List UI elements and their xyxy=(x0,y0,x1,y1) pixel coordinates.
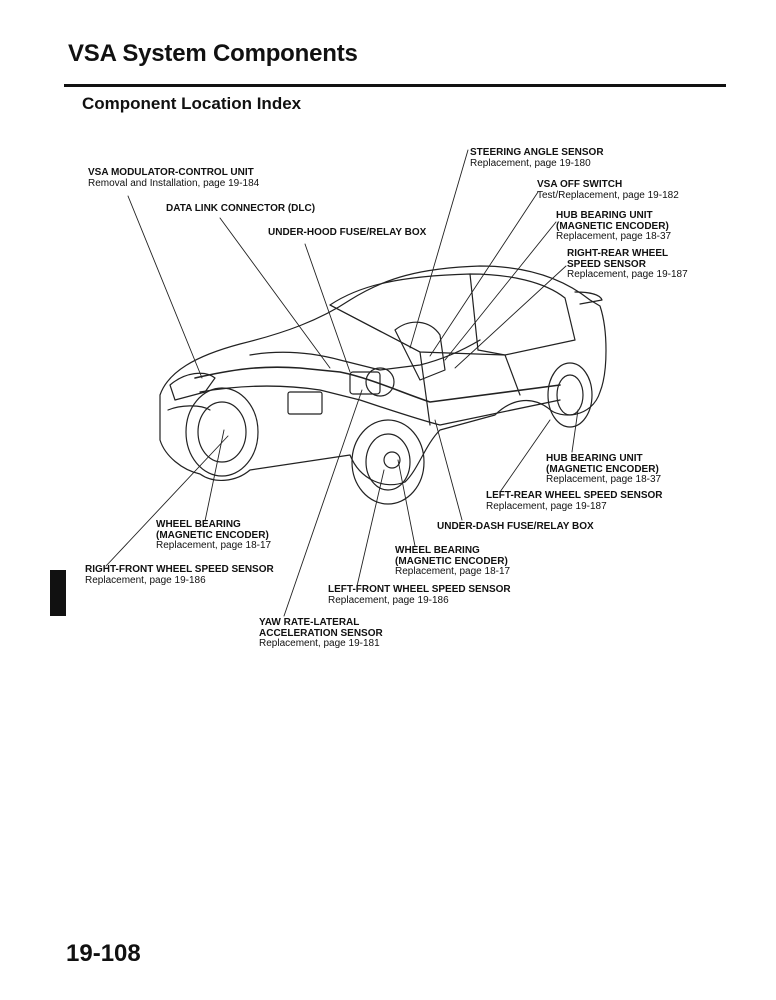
callout-reference: Replacement, page 18-17 xyxy=(395,566,511,577)
callout-under-hood-fuse-box: UNDER-HOOD FUSE/RELAY BOX xyxy=(268,227,427,239)
car-headlight xyxy=(169,372,216,401)
car-spoiler xyxy=(574,291,603,305)
callout-steering-angle-sensor: STEERING ANGLE SENSOR Replacement, page … xyxy=(470,147,604,169)
callout-wheel-bearing-front-left: WHEEL BEARING (MAGNETIC ENCODER) Replace… xyxy=(395,545,511,578)
callout-label: LEFT-FRONT WHEEL SPEED SENSOR xyxy=(328,584,511,595)
callout-reference: Replacement, page 19-187 xyxy=(567,269,688,280)
callout-under-dash-fuse-box: UNDER-DASH FUSE/RELAY BOX xyxy=(437,521,594,533)
callout-reference: Replacement, page 19-181 xyxy=(259,638,380,649)
car-pillar xyxy=(469,273,479,351)
callout-vsa-modulator: VSA MODULATOR-CONTROL UNIT Removal and I… xyxy=(88,167,260,189)
callout-label: VSA OFF SWITCH xyxy=(537,179,623,190)
callout-label: (MAGNETIC ENCODER) xyxy=(556,220,669,232)
page-number: 19-108 xyxy=(66,940,141,967)
car-windshield xyxy=(329,304,421,353)
callout-label: RIGHT-REAR WHEEL xyxy=(567,248,669,259)
callout-label: HUB BEARING UNIT xyxy=(556,210,653,221)
callout-reference: Replacement, page 19-186 xyxy=(328,594,449,606)
callout-yaw-rate-sensor: YAW RATE-LATERAL ACCELERATION SENSOR Rep… xyxy=(259,617,383,650)
callout-label: VSA MODULATOR-CONTROL UNIT xyxy=(88,167,254,178)
callout-label: (MAGNETIC ENCODER) xyxy=(156,529,269,541)
title-rule xyxy=(64,84,726,87)
leader-lines xyxy=(105,149,579,617)
brake-lines xyxy=(194,366,561,403)
callout-hub-bearing-rear-left: HUB BEARING UNIT (MAGNETIC ENCODER) Repl… xyxy=(546,453,662,486)
callout-label: HUB BEARING UNIT xyxy=(546,453,643,464)
callout-reference: Removal and Installation, page 19-184 xyxy=(88,177,260,189)
callout-label: WHEEL BEARING xyxy=(395,545,480,556)
page-title: VSA System Components xyxy=(68,40,358,67)
callout-reference: Replacement, page 19-186 xyxy=(85,574,206,586)
callout-label: LEFT-REAR WHEEL SPEED SENSOR xyxy=(486,490,663,501)
callout-label: ACCELERATION SENSOR xyxy=(259,627,383,639)
car-rear-door xyxy=(477,349,521,396)
section-tab-marker xyxy=(50,570,66,616)
callout-wheel-bearing-front-right: WHEEL BEARING (MAGNETIC ENCODER) Replace… xyxy=(156,519,272,552)
car-body-outline xyxy=(159,265,607,486)
callout-label: YAW RATE-LATERAL xyxy=(259,617,360,628)
callout-reference: Test/Replacement, page 19-182 xyxy=(537,189,679,201)
fuse-box xyxy=(287,391,323,415)
rear-wheel xyxy=(547,362,593,428)
callout-label: UNDER-HOOD FUSE/RELAY BOX xyxy=(268,227,427,238)
callout-reference: Replacement, page 18-37 xyxy=(546,474,662,485)
vsa-modulator-unit xyxy=(349,371,381,395)
callout-label: DATA LINK CONNECTOR (DLC) xyxy=(166,203,316,214)
callout-label: (MAGNETIC ENCODER) xyxy=(546,463,659,475)
callout-right-front-wheel-speed-sensor: RIGHT-FRONT WHEEL SPEED SENSOR Replaceme… xyxy=(85,564,274,586)
callout-hub-bearing-rear-right: HUB BEARING UNIT (MAGNETIC ENCODER) Repl… xyxy=(556,210,672,243)
callout-label: (MAGNETIC ENCODER) xyxy=(395,555,508,567)
callout-reference: Replacement, page 19-180 xyxy=(470,157,591,169)
callout-label: RIGHT-FRONT WHEEL SPEED SENSOR xyxy=(85,564,274,575)
section-subtitle: Component Location Index xyxy=(82,94,302,113)
callout-reference: Replacement, page 19-187 xyxy=(486,500,607,512)
callout-label: STEERING ANGLE SENSOR xyxy=(470,147,604,158)
callout-right-rear-wheel-speed-sensor: RIGHT-REAR WHEEL SPEED SENSOR Replacemen… xyxy=(567,248,688,281)
callout-left-rear-wheel-speed-sensor: LEFT-REAR WHEEL SPEED SENSOR Replacement… xyxy=(486,490,663,512)
front-right-wheel xyxy=(185,387,259,477)
callout-left-front-wheel-speed-sensor: LEFT-FRONT WHEEL SPEED SENSOR Replacemen… xyxy=(328,584,511,606)
car-roof xyxy=(329,273,576,356)
callout-label: SPEED SENSOR xyxy=(567,258,646,270)
callout-reference: Replacement, page 18-17 xyxy=(156,540,272,551)
car-grille xyxy=(167,405,211,411)
callout-reference: Replacement, page 18-37 xyxy=(556,231,672,242)
callout-vsa-off-switch: VSA OFF SWITCH Test/Replacement, page 19… xyxy=(537,179,679,201)
front-left-wheel xyxy=(351,419,425,505)
callout-label: UNDER-DASH FUSE/RELAY BOX xyxy=(437,521,594,532)
callout-dlc: DATA LINK CONNECTOR (DLC) xyxy=(166,203,316,215)
callout-label: WHEEL BEARING xyxy=(156,519,241,530)
